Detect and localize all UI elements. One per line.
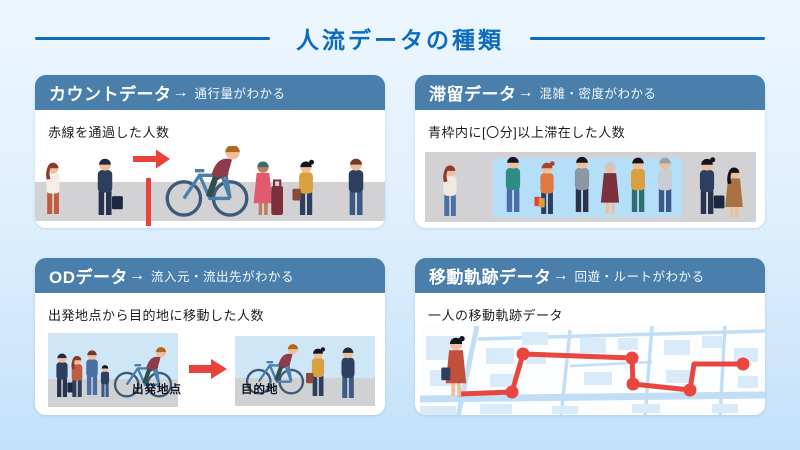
panel-count-body: 赤線を通過した人数 [35,110,385,228]
route-dot-icon [625,351,639,365]
destination-label: 目的地 [241,384,279,396]
pedestrian-figure [292,159,315,215]
pedestrian-figure [71,355,83,397]
panel-trajectory-header: 移動軌跡データ → 回遊・ルートがわかる [415,258,765,293]
trajectory-map-illustration [420,326,765,415]
red-arrow-icon [189,359,227,379]
panel-stay-data: 滞留データ → 混雑・密度がわかる 青枠内に[〇分]以上滞在した人数 [415,75,765,228]
map-blocks [420,332,758,415]
pedestrian-figure [725,167,743,218]
panel-title: 移動軌跡データ [429,268,552,287]
cyclist-figure [165,146,249,217]
stay-illustration [425,152,756,222]
pedestrian-figure [341,347,355,398]
pedestrian-figure [658,157,672,212]
panel-od-body: 出発地点から目的地に移動した人数 出発地点 目的地 [35,293,385,415]
panel-caption: 赤線を通過した人数 [48,125,170,140]
pedestrian-figure [699,157,725,214]
panel-title: ODデータ [49,268,128,287]
pedestrian-figure [56,353,76,397]
panel-benefit: 流入元・流出先がわかる [151,270,295,284]
arrow-icon: → [517,83,534,101]
origin-scene [48,333,178,407]
trajectory-route-line [457,351,746,397]
panel-caption: 出発地点から目的地に移動した人数 [48,308,265,323]
route-dot-icon [516,347,530,361]
route-dot-icon [505,385,519,399]
pedestrian-figure [600,162,620,214]
red-arrow-icon [133,149,170,169]
route-dot-icon [683,383,697,397]
count-illustration [35,146,385,226]
pedestrian-figure [505,156,521,212]
page-title: 人流データの種類 [296,27,504,53]
panel-caption: 青枠内に[〇分]以上滞在した人数 [428,125,626,140]
panel-od-header: ODデータ → 流入元・流出先がわかる [35,258,385,293]
panel-count-data: カウントデータ → 通行量がわかる 赤線を通過した人数 [35,75,385,228]
pedestrian-figure [534,161,555,214]
arrow-icon: → [552,266,569,284]
destination-scene [235,336,375,406]
pedestrian-figure [97,158,123,215]
pedestrian-figure [253,161,284,215]
panel-caption: 一人の移動軌跡データ [428,308,564,323]
panel-title: 滞留データ [429,85,517,104]
panel-trajectory-data: 移動軌跡データ → 回遊・ルートがわかる 一人の移動軌跡データ [415,258,765,415]
panel-benefit: 通行量がわかる [194,87,286,101]
panel-benefit: 回遊・ルートがわかる [574,270,705,284]
title-rule-left [35,36,270,40]
route-dot-icon [736,357,750,371]
panel-trajectory-body: 一人の移動軌跡データ [415,293,765,415]
arrow-icon: → [172,83,189,101]
map-streets [420,326,765,415]
pedestrian-figure [348,158,364,215]
pedestrian-figure [86,350,98,395]
count-line-icon [146,178,151,226]
title-row: 人流データの種類 [35,21,765,55]
cyclist-figure [245,344,305,395]
pedestrian-figure [46,162,60,214]
pedestrian-figure [100,365,110,397]
pedestrian-figure [441,336,467,396]
panel-stay-body: 青枠内に[〇分]以上滞在した人数 [415,110,765,228]
pedestrian-figure [631,157,645,212]
pedestrian-figure [443,165,457,216]
panel-od-data: ODデータ → 流入元・流出先がわかる 出発地点から目的地に移動した人数 出発地… [35,258,385,415]
origin-label: 出発地点 [132,384,182,396]
route-dot-icon [626,377,640,391]
title-rule-right [530,36,765,40]
panel-benefit: 混雑・密度がわかる [539,87,657,101]
panel-count-header: カウントデータ → 通行量がわかる [35,75,385,110]
arrow-icon: → [129,266,145,284]
pedestrian-figure [574,156,590,212]
cyclist-figure [113,347,173,398]
pedestrian-figure [306,347,326,396]
panel-stay-header: 滞留データ → 混雑・密度がわかる [415,75,765,110]
panel-title: カウントデータ [49,85,172,104]
